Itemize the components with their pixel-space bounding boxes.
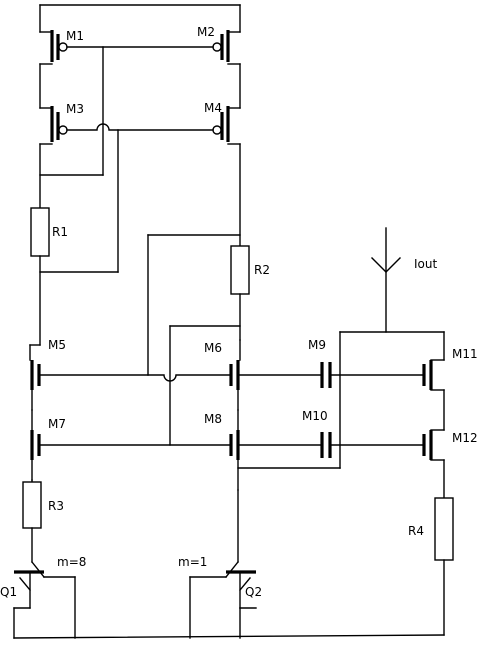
label-m12: M12 <box>452 431 478 445</box>
m5-m6-gate-wire <box>38 374 232 382</box>
transistor-m7 <box>30 409 41 481</box>
transistor-m3 <box>39 106 68 209</box>
label-m7: M7 <box>48 417 66 431</box>
transistor-m12 <box>422 429 445 499</box>
label-m10: M10 <box>302 409 328 423</box>
resistor-r3 <box>22 481 42 529</box>
supply-rail <box>39 4 241 33</box>
label-q2: Q2 <box>245 585 262 599</box>
label-m6: M6 <box>204 341 222 355</box>
transistor-m4 <box>212 106 241 247</box>
transistor-m2 <box>212 30 241 109</box>
ground-rail <box>13 634 445 639</box>
label-m5: M5 <box>48 338 66 352</box>
m3-m4-gate-wire <box>66 123 214 131</box>
label-m11: M11 <box>452 347 478 361</box>
resistor-r1 <box>30 207 50 257</box>
transistor-m1 <box>39 30 68 109</box>
label-iout: Iout <box>414 257 437 271</box>
resistor-r2 <box>230 245 250 295</box>
resistor-r4 <box>434 497 454 561</box>
output-arrow-icon <box>371 227 401 333</box>
transistor-m5 <box>29 344 41 411</box>
bjt-q2 <box>189 489 257 639</box>
label-m4: M4 <box>204 101 222 115</box>
transistor-m9 <box>320 362 425 388</box>
transistor-m8 <box>229 409 240 491</box>
label-m9: M9 <box>308 338 326 352</box>
label-q1: Q1 <box>0 585 17 599</box>
bjt-q1 <box>13 561 76 639</box>
label-q2-multiplicity: m=1 <box>178 555 207 569</box>
label-r3: R3 <box>48 499 64 513</box>
label-q1-multiplicity: m=8 <box>57 555 86 569</box>
transistor-m11 <box>422 331 445 431</box>
label-r1: R1 <box>52 225 68 239</box>
label-m2: M2 <box>197 25 215 39</box>
label-m1: M1 <box>66 29 84 43</box>
label-m8: M8 <box>204 412 222 426</box>
transistor-m10 <box>320 432 425 458</box>
label-r2: R2 <box>254 263 270 277</box>
label-r4: R4 <box>408 524 424 538</box>
label-m3: M3 <box>66 102 84 116</box>
